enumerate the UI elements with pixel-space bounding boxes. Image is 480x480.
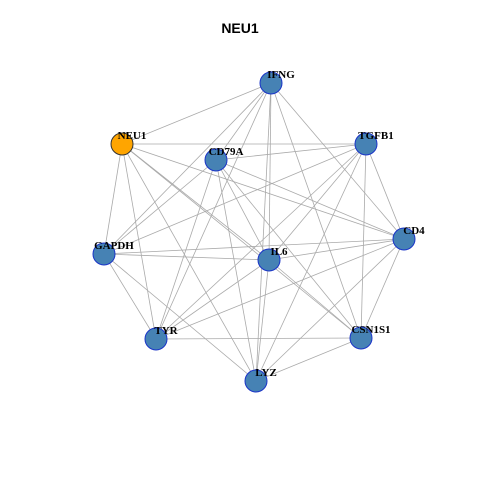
edge-il6-cd4 [268, 238, 405, 261]
node-gapdh[interactable] [92, 242, 116, 266]
edge-ifng-cd4 [270, 82, 405, 240]
edge-tyr-csn1s1 [155, 337, 362, 340]
edge-tgfb1-cd4 [365, 143, 405, 240]
edge-cd79a-lyz [215, 159, 257, 382]
edge-cd79a-csn1s1 [215, 159, 362, 339]
edge-ifng-neu1 [121, 82, 272, 145]
node-tgfb1[interactable] [354, 132, 378, 156]
node-cd79a[interactable] [204, 148, 228, 172]
edge-cd79a-cd4 [215, 159, 405, 240]
node-csn1s1[interactable] [349, 326, 373, 350]
edge-ifng-csn1s1 [270, 82, 362, 339]
node-label-lyz: LYZ [255, 367, 277, 379]
node-label-neu1: NEU1 [118, 130, 147, 142]
node-neu1[interactable] [110, 132, 134, 156]
edge-neu1-gapdh [103, 143, 123, 255]
node-label-gapdh: GAPDH [94, 240, 134, 252]
node-label-tyr: TYR [154, 325, 178, 337]
node-tyr[interactable] [144, 327, 168, 351]
edge-gapdh-cd4 [103, 238, 405, 255]
graph-title: NEU1 [221, 20, 259, 36]
edge-il6-csn1s1 [268, 259, 362, 339]
edge-ifng-cd79a [215, 82, 272, 161]
edge-tgfb1-il6 [268, 143, 367, 261]
node-label-il6: IL6 [270, 246, 288, 258]
edge-cd4-tyr [155, 238, 405, 340]
node-cd4[interactable] [392, 227, 416, 251]
edge-gapdh-lyz [103, 253, 257, 382]
edge-neu1-il6 [121, 143, 270, 261]
edge-ifng-gapdh [103, 82, 272, 255]
edge-layer [103, 82, 405, 382]
edge-il6-lyz [255, 259, 270, 382]
edge-neu1-tyr [121, 143, 157, 340]
node-ifng[interactable] [259, 71, 283, 95]
edge-neu1-lyz [121, 143, 257, 382]
edge-cd4-lyz [255, 238, 405, 382]
edge-cd4-csn1s1 [360, 238, 405, 339]
node-label-csn1s1: CSN1S1 [351, 324, 390, 336]
edge-ifng-il6 [268, 82, 272, 261]
node-label-ifng: IFNG [267, 69, 295, 81]
edge-tgfb1-cd79a [215, 143, 367, 161]
edge-il6-tyr [155, 259, 270, 340]
edge-neu1-csn1s1 [121, 143, 362, 339]
node-label-cd4: CD4 [403, 225, 425, 237]
edge-cd79a-il6 [215, 159, 270, 261]
edge-gapdh-il6 [103, 253, 270, 261]
node-lyz[interactable] [244, 369, 268, 393]
edge-ifng-tyr [155, 82, 272, 340]
edge-neu1-cd4 [121, 143, 405, 240]
node-label-tgfb1: TGFB1 [358, 130, 393, 142]
edge-tgfb1-tyr [155, 143, 367, 340]
edge-tgfb1-lyz [255, 143, 367, 382]
node-label-cd79a: CD79A [209, 146, 244, 158]
edge-lyz-csn1s1 [255, 337, 362, 382]
edge-tgfb1-gapdh [103, 143, 367, 255]
edge-cd79a-gapdh [103, 159, 217, 255]
edge-gapdh-tyr [103, 253, 157, 340]
node-il6[interactable] [257, 248, 281, 272]
edge-ifng-lyz [255, 82, 272, 382]
